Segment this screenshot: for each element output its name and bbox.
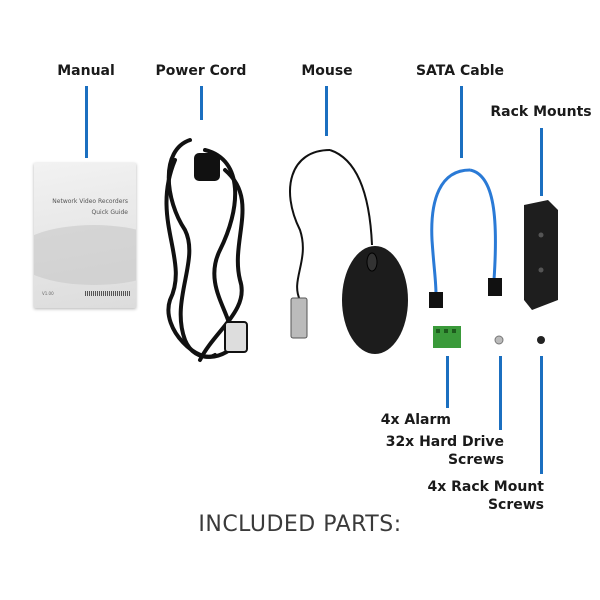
manual-version: V1.00 bbox=[42, 291, 54, 296]
label-rack-screws-line2: Screws bbox=[487, 497, 544, 513]
pointer-line-sata bbox=[460, 86, 463, 158]
manual-image: Network Video Recorders Quick Guide V1.0… bbox=[34, 163, 136, 308]
label-hdd-screws-line1: 32x Hard Drive bbox=[385, 434, 504, 450]
label-rack-screws-line1: 4x Rack Mount bbox=[427, 479, 544, 495]
pointer-line-mouse bbox=[325, 86, 328, 136]
label-hdd-screws-line2: Screws bbox=[447, 452, 504, 468]
pointer-line-power-cord bbox=[200, 86, 203, 120]
manual-subtitle: Quick Guide bbox=[91, 209, 129, 216]
rack-mount-image bbox=[524, 200, 558, 310]
manual-title: Network Video Recorders bbox=[52, 198, 128, 205]
pointer-line-hdd-screws bbox=[499, 356, 502, 430]
pointer-line-alarm bbox=[446, 356, 449, 408]
manual-swoosh bbox=[34, 225, 136, 285]
label-power-cord: Power Cord bbox=[155, 63, 247, 79]
label-manual: Manual bbox=[57, 63, 115, 79]
power-cord-image bbox=[164, 138, 248, 362]
barcode-icon bbox=[85, 291, 130, 296]
mouse-image bbox=[289, 149, 408, 354]
page-title: INCLUDED PARTS: bbox=[198, 512, 402, 537]
label-rack-screws: 4x Rack Mount Screws bbox=[427, 478, 544, 514]
sata-cable-image bbox=[429, 168, 502, 308]
pointer-line-rack-mounts bbox=[540, 128, 543, 196]
label-alarm: 4x Alarm bbox=[380, 412, 451, 428]
pointer-line-rack-screws bbox=[540, 356, 543, 474]
label-rack-mounts: Rack Mounts bbox=[490, 104, 592, 120]
pointer-line-manual bbox=[85, 86, 88, 158]
hdd-screw-image bbox=[494, 335, 504, 345]
rack-screw-image bbox=[537, 336, 545, 344]
label-mouse: Mouse bbox=[301, 63, 353, 79]
alarm-connector-image bbox=[433, 326, 461, 348]
label-sata-cable: SATA Cable bbox=[415, 63, 505, 79]
label-hdd-screws: 32x Hard Drive Screws bbox=[386, 433, 504, 469]
